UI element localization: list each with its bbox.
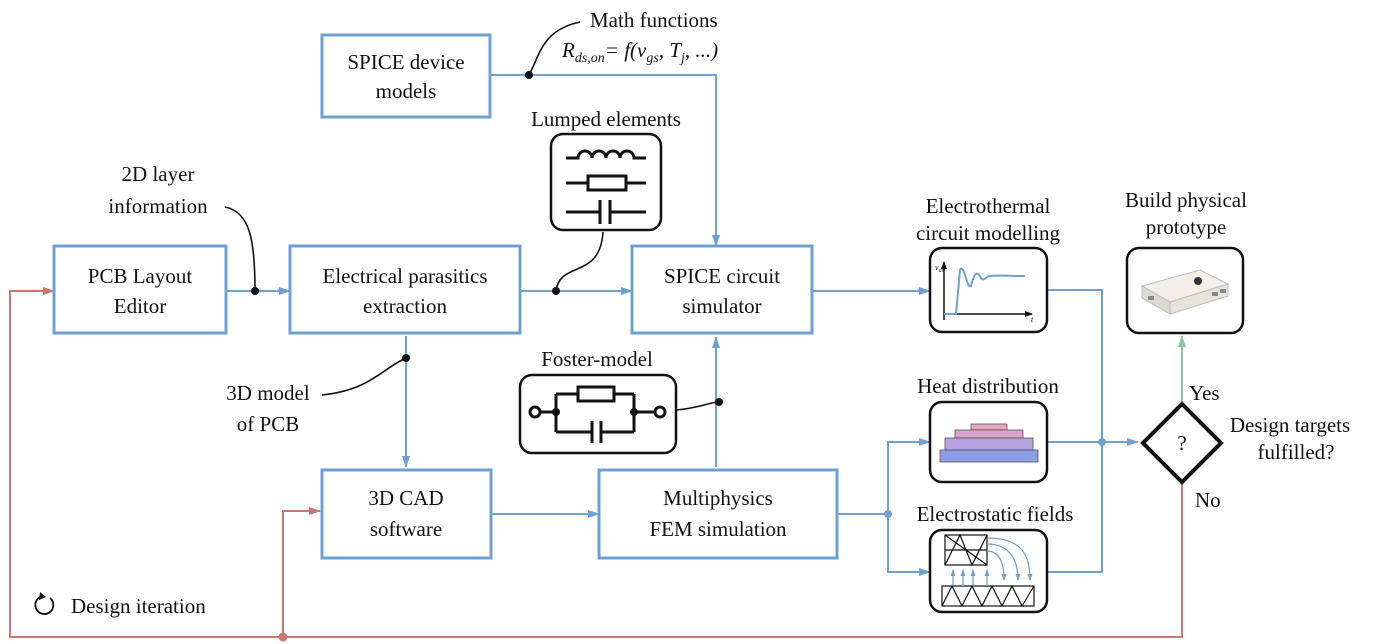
model3d-junction <box>402 354 410 362</box>
parasitics-line2: extraction <box>363 294 447 318</box>
cad-line1: 3D CAD <box>368 486 443 510</box>
math-junction <box>525 71 533 79</box>
inductor-resistor-capacitor-icon <box>549 132 663 232</box>
electrothermal-line2: circuit modelling <box>916 221 1061 245</box>
no-label: No <box>1195 488 1221 512</box>
annotation-leaders <box>224 21 720 411</box>
model-3d-line2: of PCB <box>237 412 299 436</box>
layer-info-line1: 2D layer <box>122 162 195 186</box>
spice-sim-line2: simulator <box>682 294 761 318</box>
box-spice-simulator: SPICE circuit simulator <box>630 244 814 335</box>
box-spice-models: SPICE device models <box>320 33 492 119</box>
lumped-junction <box>552 287 560 295</box>
build-prototype-line1: Build physical <box>1125 188 1247 212</box>
split-junction <box>884 510 892 518</box>
transient-plot-icon: vds t <box>928 246 1049 334</box>
power-module-photo-icon <box>1125 246 1245 335</box>
plot-vds-label: vds <box>935 263 945 274</box>
foster-junction <box>715 398 723 406</box>
spice-sim-line1: SPICE circuit <box>664 264 780 288</box>
math-formula: Rds,on= f(vgs, Tj, ...) <box>561 38 718 66</box>
design-iteration-label: Design iteration <box>71 594 206 618</box>
design-iteration-legend: Design iteration <box>34 592 206 618</box>
layer-junction <box>251 287 259 295</box>
spice-models-line1: SPICE device <box>347 50 464 74</box>
fem-line1: Multiphysics <box>663 486 773 510</box>
foster-model-label: Foster-model <box>541 347 653 371</box>
fem-line2: FEM simulation <box>649 517 787 541</box>
model-3d-line1: 3D model <box>226 381 310 405</box>
spice-models-line2: models <box>376 79 437 103</box>
heat-layers-icon <box>928 400 1049 484</box>
layer-info-line2: information <box>108 194 208 218</box>
box-parasitics: Electrical parasitics extraction <box>288 244 522 335</box>
cad-line2: software <box>370 517 442 541</box>
lumped-elements-label: Lumped elements <box>531 107 681 131</box>
parasitics-line1: Electrical parasitics <box>323 264 488 288</box>
decision-mark: ? <box>1177 431 1186 455</box>
pcb-editor-line2: Editor <box>114 294 167 318</box>
yes-label: Yes <box>1189 381 1220 405</box>
box-3d-cad: 3D CAD software <box>320 468 493 560</box>
box-pcb-editor: PCB Layout Editor <box>52 244 228 335</box>
design-targets-line2: fulfilled? <box>1258 440 1335 464</box>
plot-t-label: t <box>1031 315 1034 324</box>
heat-distribution-label: Heat distribution <box>917 374 1059 398</box>
box-fem: Multiphysics FEM simulation <box>597 468 839 560</box>
build-prototype-line2: prototype <box>1146 215 1226 239</box>
decision-diamond: ? <box>1140 401 1224 485</box>
foster-rc-icon <box>518 373 678 455</box>
design-targets-line1: Design targets <box>1230 413 1350 437</box>
feedback-lines <box>9 287 1183 638</box>
fem-mesh-icon <box>928 528 1049 614</box>
electrothermal-line1: Electrothermal <box>926 194 1051 218</box>
merge-junction <box>1098 438 1106 446</box>
electrostatic-fields-label: Electrostatic fields <box>917 502 1074 526</box>
pcb-editor-line1: PCB Layout <box>88 264 193 288</box>
feedback-junction <box>278 632 288 642</box>
math-functions-label: Math functions <box>590 8 718 32</box>
refresh-icon <box>34 592 55 615</box>
